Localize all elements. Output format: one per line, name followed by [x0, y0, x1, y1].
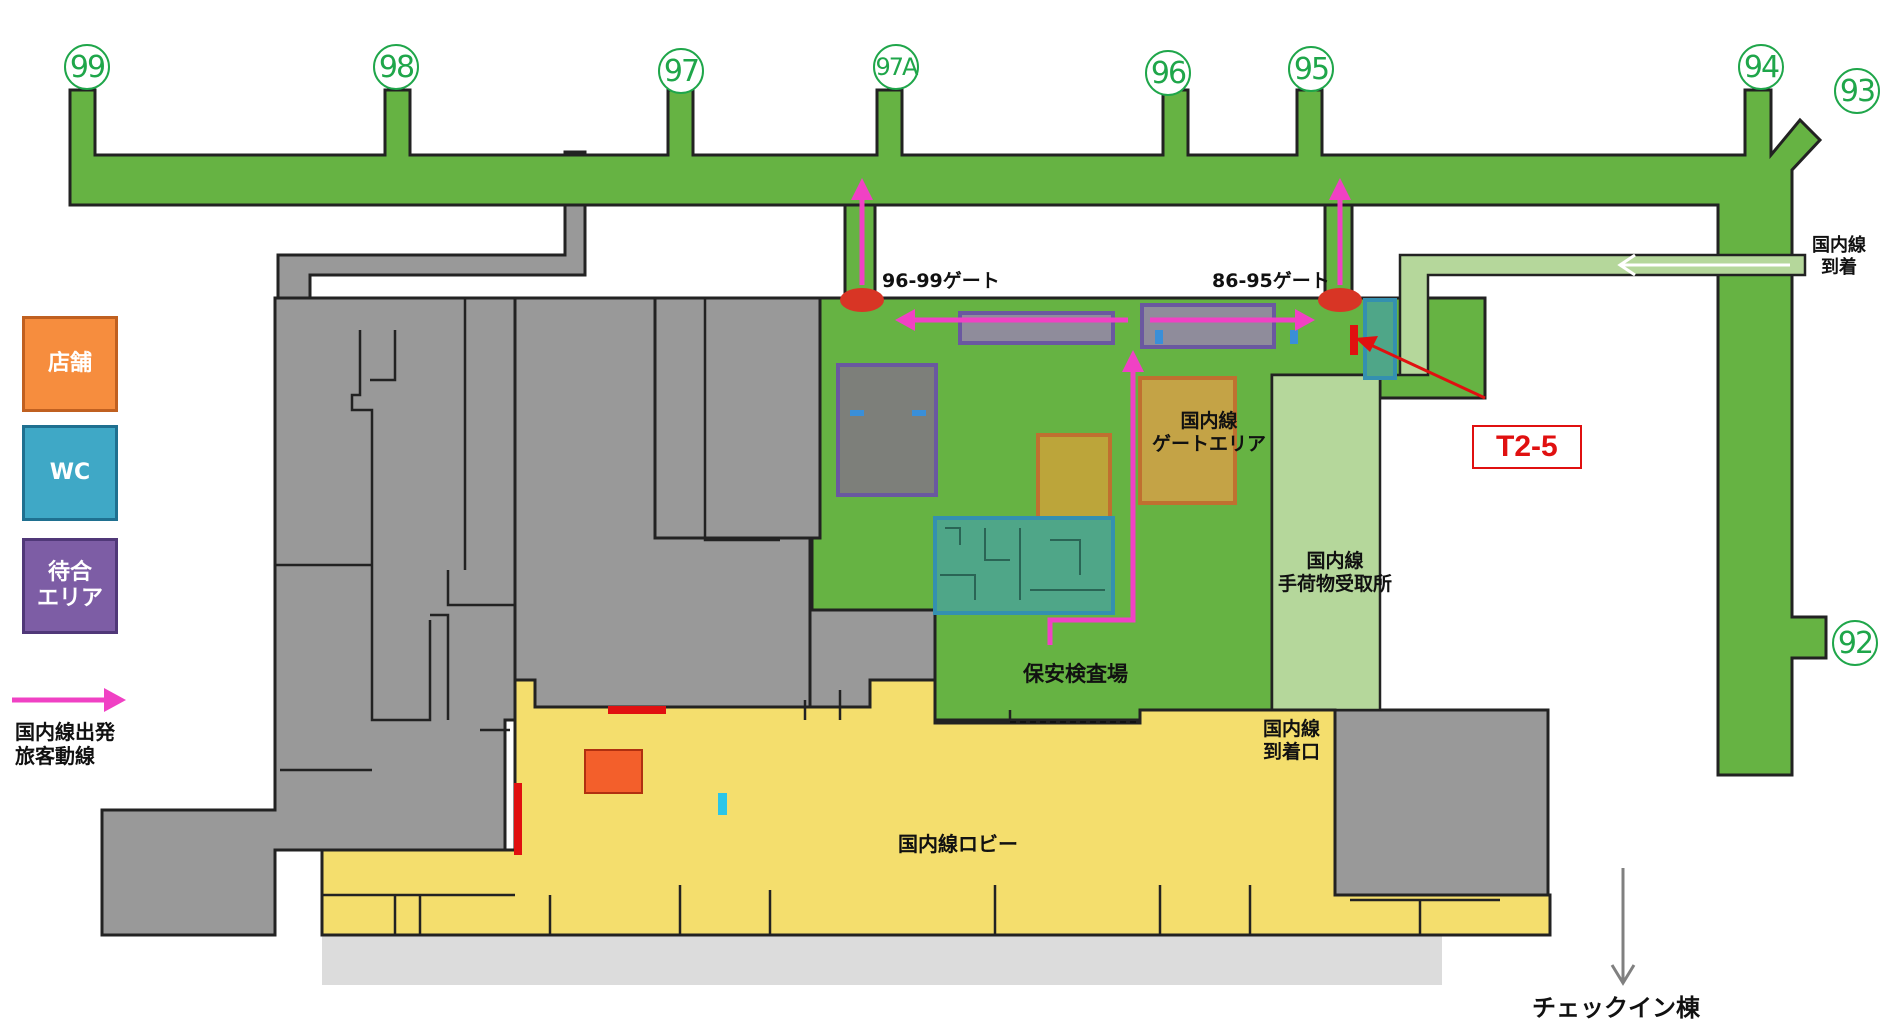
baggage-claim-label: 国内線 手荷物受取所: [1278, 550, 1393, 595]
domestic-lobby: [320, 678, 1552, 937]
legend-waiting-label-1: 待合: [47, 559, 92, 585]
wc-area: [933, 516, 1115, 615]
legend-wc: WC: [22, 425, 118, 521]
t2-5-marker: [1350, 325, 1358, 355]
legend-route-label: 国内線出発 旅客動線: [15, 720, 115, 768]
lobby-marker: [608, 706, 666, 714]
shop-area: [1138, 376, 1237, 505]
domestic-arrival-label: 国内線 到着: [1812, 235, 1866, 278]
gate-checkpoint-marker: [840, 288, 884, 312]
departure-route: [12, 185, 1343, 703]
security-checkpoint-label: 保安検査場: [1023, 662, 1128, 686]
plaza-strip: [322, 930, 1442, 985]
checkin-building-label: チェックイン棟: [1532, 994, 1700, 1022]
gate-checkpoint-marker: [1318, 288, 1362, 312]
gate-96-badge: 96: [1145, 50, 1191, 96]
gate-97-badge: 97: [658, 48, 704, 94]
legend-shop: 店舗: [22, 316, 118, 412]
gates-96-99-label: 96-99ゲート: [882, 270, 1000, 292]
t2-5-tag: T2-5: [1472, 425, 1582, 469]
arrival-arrow-head: [1617, 253, 1636, 277]
gate-99-badge: 99: [64, 44, 110, 90]
departure-route-heads: [104, 178, 1351, 712]
t2-5-pointer-head: [1355, 336, 1378, 352]
legend-wc-label: WC: [49, 459, 91, 485]
wc-walls: [940, 527, 1105, 600]
gate-94-badge: 94: [1738, 44, 1784, 90]
wc-markers: [718, 330, 1298, 815]
shop-area: [1036, 433, 1112, 522]
lobby-shop: [584, 749, 643, 794]
gate-95-badge: 95: [1288, 46, 1334, 92]
domestic-lobby-label: 国内線ロビー: [898, 832, 1018, 856]
gate-area-label: 国内線 ゲートエリア: [1152, 410, 1267, 455]
legend-waiting-label-2: エリア: [36, 586, 103, 611]
checkin-arrow-head: [1610, 964, 1636, 986]
lobby-marker: [514, 783, 522, 855]
gate-98-badge: 98: [373, 44, 419, 90]
legend-shop-label: 店舗: [47, 350, 92, 376]
gates-86-95-label: 86-95ゲート: [1212, 270, 1330, 292]
t2-5-pointer: [1359, 338, 1486, 400]
lobby-walls: [322, 690, 1500, 935]
waiting-areas: [836, 303, 1276, 497]
arrival-exit-label: 国内線 到着口: [1263, 718, 1321, 763]
gate-97a-badge: 97A: [873, 44, 919, 90]
gate-92-badge: 92: [1832, 620, 1878, 666]
gate-93-badge: 93: [1834, 68, 1880, 114]
legend-waiting: 待合 エリア: [22, 538, 118, 634]
